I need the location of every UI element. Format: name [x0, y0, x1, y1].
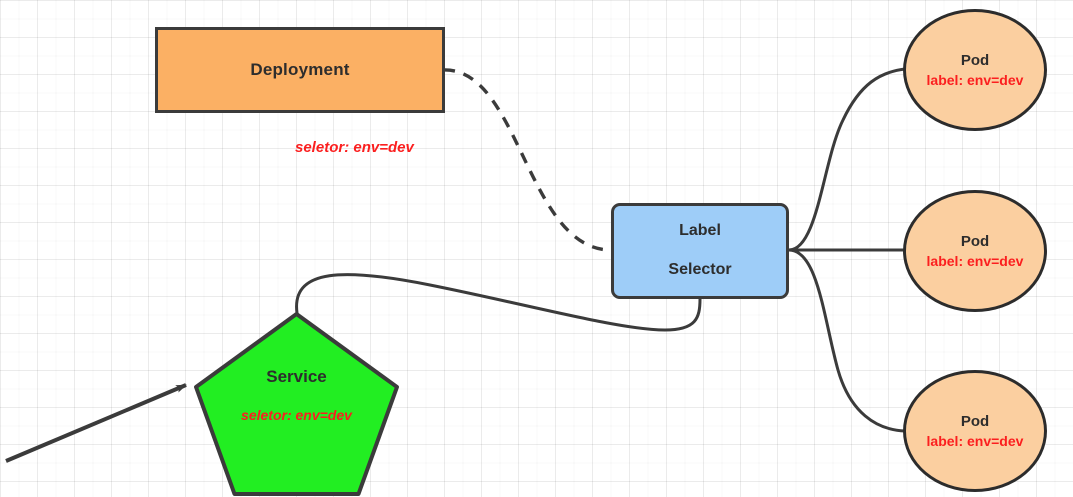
pod-3-label: Pod	[960, 413, 990, 430]
label-selector-line1: Label	[679, 222, 721, 240]
label-selector-line2: Selector	[668, 261, 732, 278]
pod-1-label-annotation: label: env=dev	[926, 72, 1024, 88]
pod-1-label: Pod	[960, 52, 990, 69]
service-selector-annotation: seletor: env=dev	[241, 407, 352, 423]
edge-label-selector-to-pod-3	[787, 248, 907, 433]
pod-2-label: Pod	[960, 233, 990, 250]
deployment-selector-annotation: seletor: env=dev	[295, 139, 414, 156]
node-pod-1[interactable]: Pod label: env=dev	[903, 9, 1047, 131]
edge-deployment-to-label-selector	[443, 68, 612, 252]
edge-service-to-label-selector	[295, 273, 702, 332]
node-service[interactable]: Service seletor: env=dev	[193, 311, 400, 497]
edge-external-to-service	[5, 383, 187, 463]
pod-3-label-annotation: label: env=dev	[926, 433, 1024, 449]
node-pod-3[interactable]: Pod label: env=dev	[903, 370, 1047, 492]
edge-label-selector-to-pod-1	[787, 67, 907, 252]
node-pod-2[interactable]: Pod label: env=dev	[903, 190, 1047, 312]
service-pentagon-shape	[194, 312, 399, 496]
pod-2-label-annotation: label: env=dev	[926, 253, 1024, 269]
node-deployment[interactable]: Deployment	[155, 27, 445, 113]
node-label-selector[interactable]: Label Selector	[611, 203, 789, 299]
deployment-label: Deployment	[250, 60, 350, 79]
service-label: Service	[266, 367, 327, 386]
